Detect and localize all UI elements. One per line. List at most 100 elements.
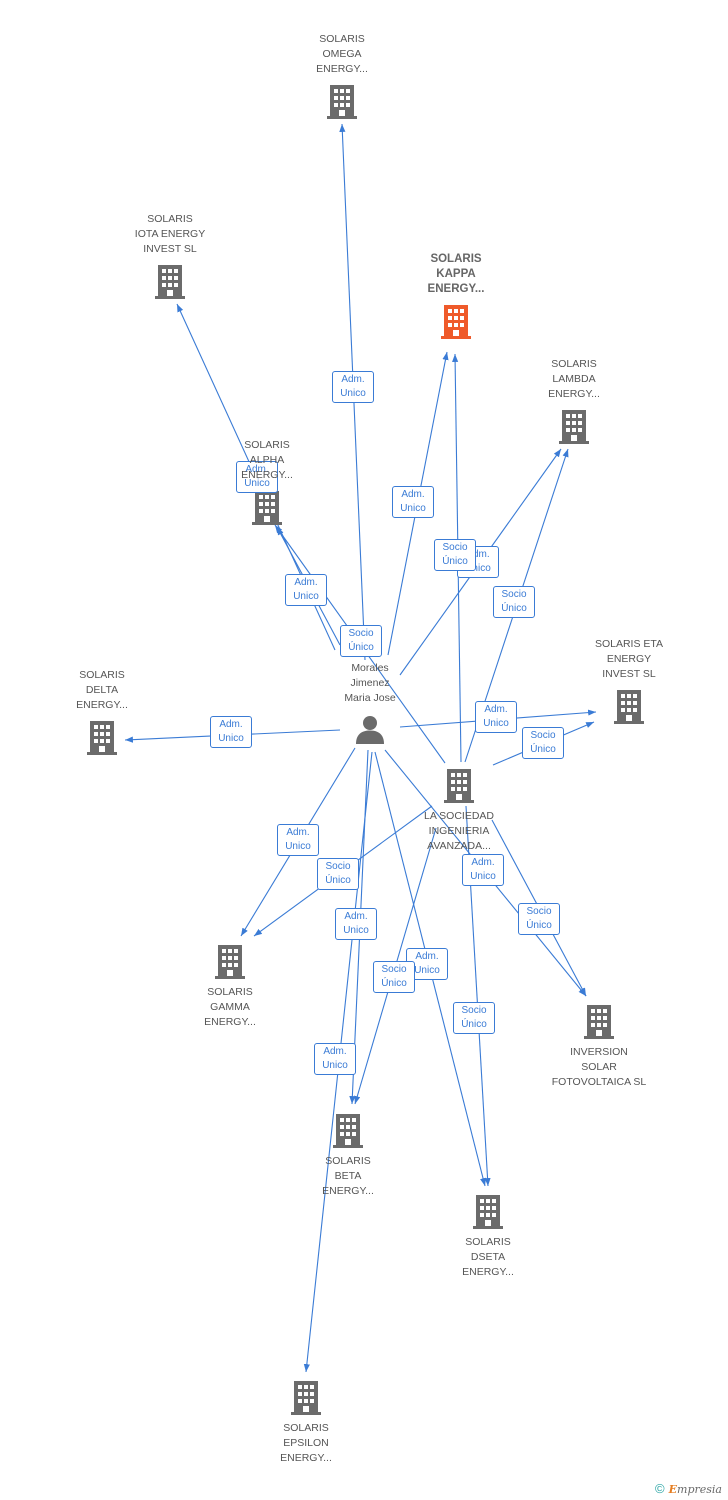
node-label-line: DELTA (85, 684, 119, 696)
building-icon-beta[interactable] (333, 1114, 363, 1148)
edge-label-text: Unico (414, 965, 440, 976)
node-label-line: SOLARIS (319, 33, 365, 45)
edge-label-person-beta[interactable]: Adm. Unico (335, 908, 377, 940)
node-label-line: BETA (334, 1170, 362, 1182)
node-label-omega[interactable]: SOLARIS OMEGA ENERGY... (277, 32, 407, 77)
edge-label-text: Adm. (219, 719, 243, 730)
building-icon-eta[interactable] (614, 690, 644, 724)
edge-label-person-iota[interactable]: Adm.Unico (236, 461, 278, 493)
node-label-gamma[interactable]: SOLARIS GAMMA ENERGY... (165, 985, 295, 1030)
edge-label-text: Unico (343, 925, 369, 936)
building-icon-delta[interactable] (87, 721, 117, 755)
edge-label-text: Único (381, 978, 407, 989)
node-label-line: LAMBDA (552, 373, 596, 385)
edge-label-text: Adm. (294, 577, 318, 588)
node-label-line: Jimenez (350, 677, 390, 689)
node-label-line: SOLARIS ETA (594, 638, 664, 650)
node-label-line: SOLARIS (325, 1155, 371, 1167)
node-label-line: SOLARIS (430, 253, 482, 265)
edge-label-person-delta[interactable]: Adm. Unico (210, 716, 252, 748)
node-label-beta[interactable]: SOLARIS BETA ENERGY... (283, 1154, 413, 1199)
node-label-line: ENERGY... (204, 1016, 256, 1028)
edge-label-text: Adm. (415, 951, 439, 962)
copyright-icon: © (655, 1481, 665, 1496)
edge-label-text: Único (530, 744, 556, 755)
edge-label-text: Adm. (286, 827, 310, 838)
edge-label-text: Unico (218, 733, 244, 744)
edge-label-text: Unico (244, 478, 270, 489)
edge-label-person-dseta[interactable]: Adm. Unico (406, 948, 448, 980)
building-icon-gamma[interactable] (215, 945, 245, 979)
building-icon-alpha[interactable] (252, 491, 282, 525)
edge-label-person-epsilon[interactable]: Adm. Unico (314, 1043, 356, 1075)
edge-label-person-kappa[interactable]: Adm.Unico (392, 486, 434, 518)
node-label-line: KAPPA (436, 268, 476, 280)
edge-label-text: Socio (501, 589, 527, 600)
node-label-line: SOLARIS (465, 1236, 511, 1248)
node-label-line: SOLARIS (207, 986, 253, 998)
empresia-logo-text: mpresia (677, 1483, 722, 1496)
node-label-line: SOLARIS (551, 358, 597, 370)
node-label-line: ENERGY... (322, 1185, 374, 1197)
building-icon-iota[interactable] (155, 265, 185, 299)
edge-label-text: Adm. (344, 911, 368, 922)
building-icon-inversion[interactable] (584, 1005, 614, 1039)
building-icon-dseta[interactable] (473, 1195, 503, 1229)
building-icon-sociedad[interactable] (444, 769, 474, 803)
node-label-line: INVEST SL (143, 243, 197, 255)
node-label-iota[interactable]: SOLARIS IOTA ENERGY INVEST SL (105, 212, 235, 257)
building-icon-omega[interactable] (327, 85, 357, 119)
footer: ©Empresia (655, 1481, 722, 1496)
edge-label-text: Unico (470, 871, 496, 882)
node-label-line: OMEGA (322, 48, 362, 60)
node-label-line: IOTA ENERGY (134, 228, 206, 240)
edge-label-text: Socio (348, 628, 374, 639)
node-label-line: FOTOVOLTAICA SL (551, 1076, 647, 1088)
edge-label-text: Unico (293, 591, 319, 602)
node-label-line: GAMMA (210, 1001, 250, 1013)
edge-label-text: Unico (322, 1060, 348, 1071)
building-icon-lambda[interactable] (559, 410, 589, 444)
edge-label-person-omega[interactable]: Adm.Unico (332, 371, 374, 403)
edge-label-person-eta[interactable]: Adm.Unico (475, 701, 517, 733)
edge-label-text: Adm. (466, 549, 490, 560)
node-label-line: SOLARIS (147, 213, 193, 225)
node-label-line: EPSILON (283, 1437, 329, 1449)
edge-label-text: Adm. (341, 374, 365, 385)
node-label-line: ENERGY... (76, 699, 128, 711)
person-icon[interactable] (356, 716, 384, 744)
node-label-line: Morales (351, 662, 389, 674)
edge-label-text: Adm. (471, 857, 495, 868)
node-label-line: ENERGY... (316, 63, 368, 75)
node-label-line: ALPHA (249, 454, 285, 466)
edge-label-text: Único (348, 642, 374, 653)
building-icon-epsilon[interactable] (291, 1381, 321, 1415)
edge-label-text: Socio (325, 861, 351, 872)
edge-label-person-alpha[interactable]: Adm. Unico (285, 574, 327, 606)
edge-label-text: Adm. (323, 1046, 347, 1057)
node-label-line: AVANZADA... (427, 840, 491, 852)
edge-label-person-gamma[interactable]: Adm.Unico (277, 824, 319, 856)
edge-label-person-inversion[interactable]: Adm. Unico (462, 854, 504, 886)
edge-label-text: Socio (526, 906, 552, 917)
building-icon-kappa[interactable] (441, 305, 471, 339)
